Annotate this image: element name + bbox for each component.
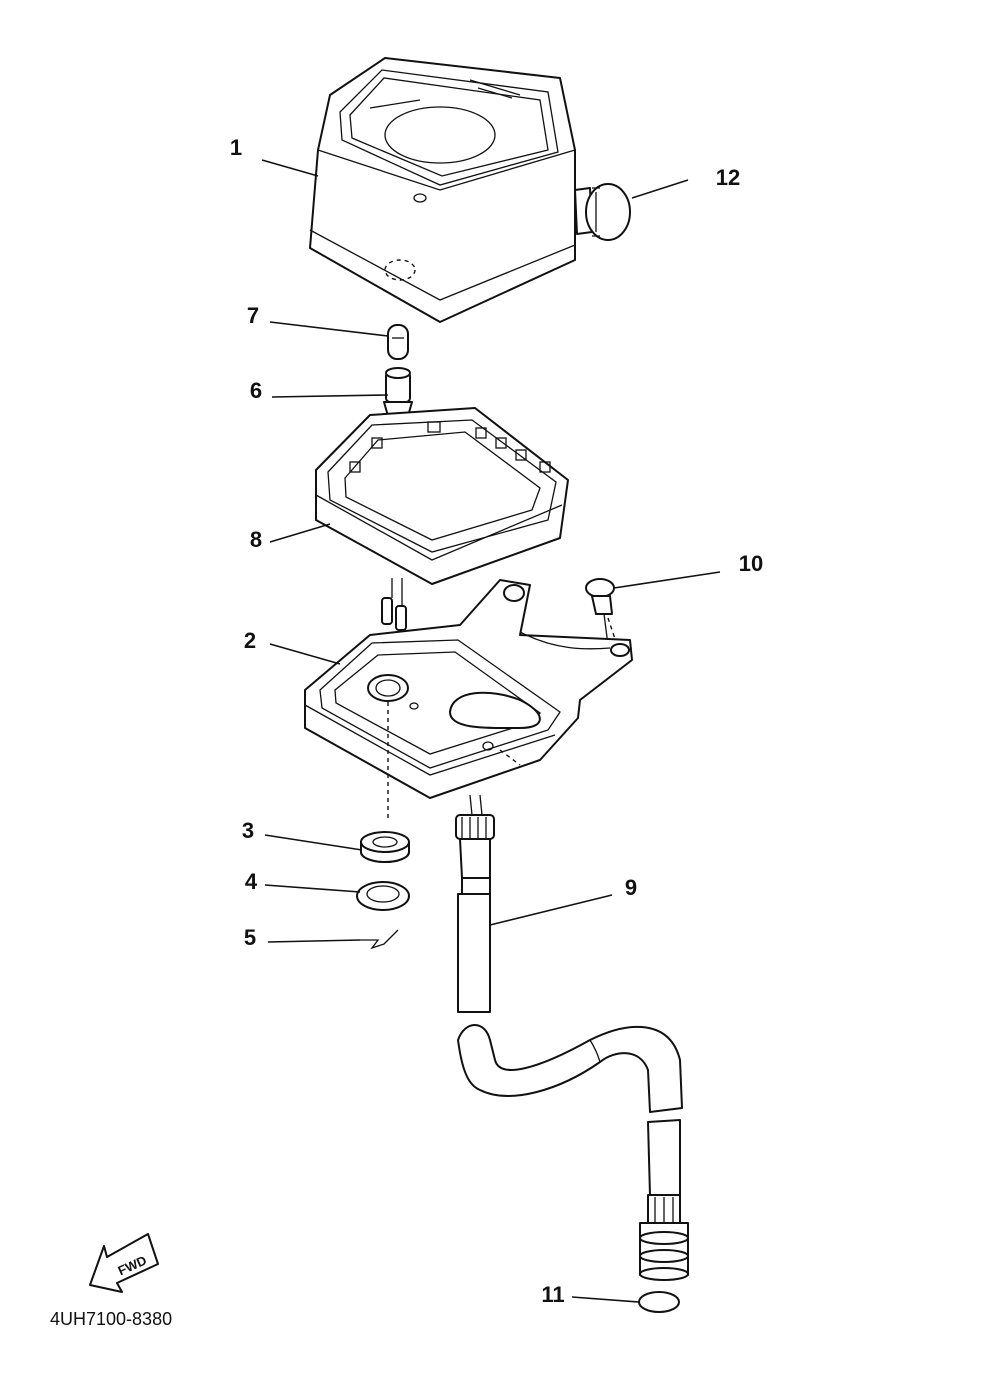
- callout-3: 3: [242, 818, 254, 843]
- bolt-part: [585, 578, 619, 649]
- bulb-part: [387, 324, 409, 360]
- lower-case-bracket-part: [304, 579, 633, 820]
- fwd-arrow: FWD: [89, 1233, 159, 1293]
- callout-10: 10: [739, 551, 763, 576]
- callout-12: 12: [716, 165, 740, 190]
- leader-lines: [261, 159, 721, 1303]
- callout-5: 5: [244, 925, 256, 950]
- callout-8: 8: [250, 527, 262, 552]
- wire-connectors: [381, 578, 407, 631]
- speedometer-cable-part: [455, 794, 689, 1281]
- knob-part: [574, 183, 631, 241]
- o-ring-part: [638, 1291, 680, 1313]
- meter-assembly-part: [309, 57, 576, 323]
- callout-6: 6: [250, 378, 262, 403]
- washer-part: [356, 881, 410, 911]
- clip-part: [360, 929, 399, 950]
- diagram-code: 4UH7100-8380: [50, 1309, 172, 1329]
- callout-9: 9: [625, 875, 637, 900]
- callout-2: 2: [244, 628, 256, 653]
- callout-1: 1: [230, 135, 242, 160]
- grommet-part: [360, 831, 410, 863]
- case-tray-part: [315, 407, 569, 585]
- callout-7: 7: [247, 303, 259, 328]
- callout-11: 11: [541, 1282, 564, 1307]
- callout-4: 4: [245, 869, 258, 894]
